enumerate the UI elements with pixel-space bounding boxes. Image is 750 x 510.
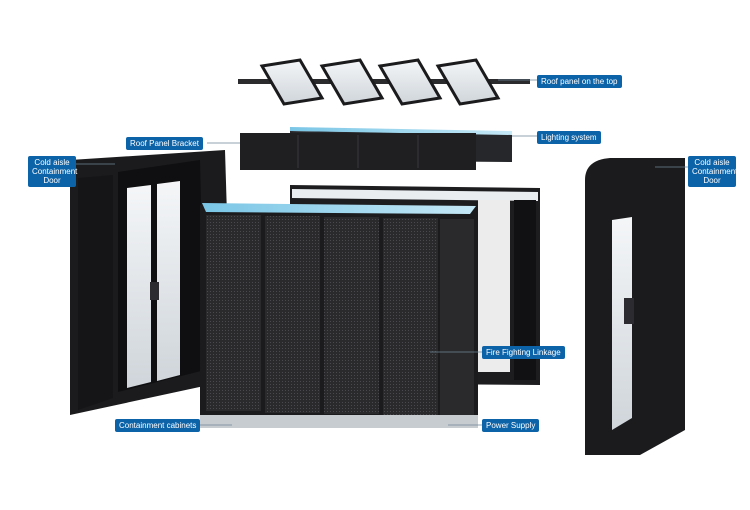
leader-lines [73, 79, 688, 426]
roof-panel-top-label: Roof panel on the top [537, 75, 622, 88]
power-supply-label: Power Supply [482, 419, 540, 432]
cold-aisle-left-line-2: Containment [32, 167, 78, 176]
right-containment-door [585, 158, 685, 455]
cold-aisle-right-line-3: Door [703, 176, 721, 185]
roof-panels [238, 58, 530, 106]
cold-aisle-left-label: Cold aisle Containment Door [28, 156, 78, 187]
lighting-system-label: Lighting system [537, 131, 601, 144]
containment-cabinets-label: Containment cabinets [115, 419, 201, 432]
roof-panel-bracket [240, 133, 476, 170]
cold-aisle-left-line-3: Door [43, 176, 61, 185]
front-cabinet-row [200, 203, 478, 428]
roof-panel-bracket-label: Roof Panel Bracket [126, 137, 203, 150]
cold-aisle-right-label: Cold aisle Containment Door [688, 156, 738, 187]
cold-aisle-right-line-1: Cold aisle [694, 158, 730, 167]
left-containment-door [70, 150, 232, 415]
cold-aisle-right-line-2: Containment [692, 167, 738, 176]
fire-fighting-label: Fire Fighting Linkage [482, 346, 565, 359]
cold-aisle-left-line-1: Cold aisle [34, 158, 70, 167]
